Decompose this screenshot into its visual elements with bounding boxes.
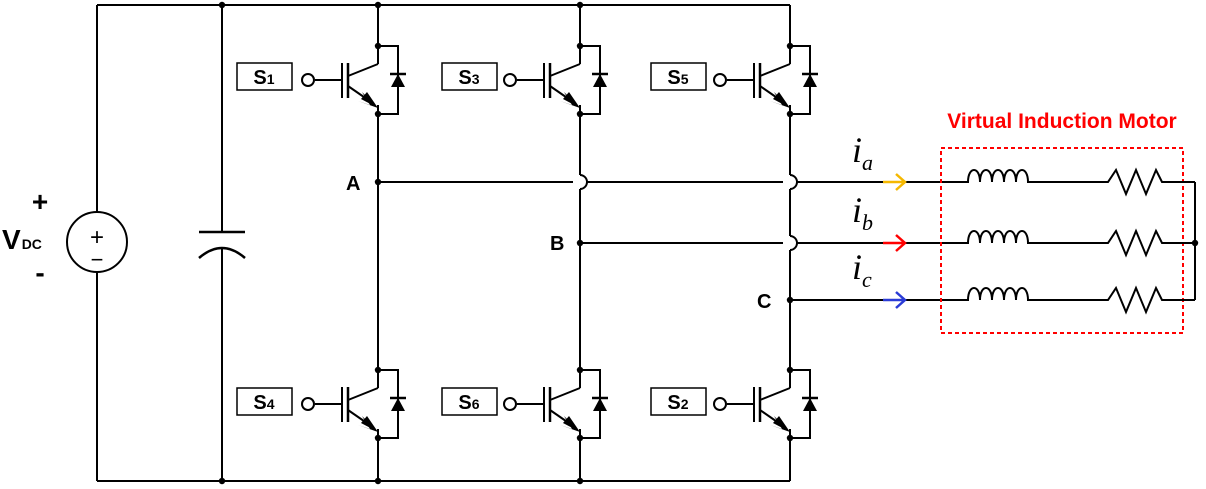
- motor-title: Virtual Induction Motor: [947, 110, 1176, 133]
- leg-b: [579, 5, 588, 481]
- current-arrow-c-icon: [883, 291, 907, 309]
- motor-phase-a: [957, 169, 1195, 195]
- switch-s1: [300, 41, 408, 119]
- svg-text:S3: S3: [458, 67, 479, 89]
- current-arrow-b-icon: [883, 234, 907, 252]
- switch-label-s1: S1: [236, 62, 293, 91]
- source-inner-minus: −: [91, 247, 104, 272]
- phase-c-output: [786, 296, 958, 304]
- dc-voltage-source: + −: [66, 211, 128, 273]
- phase-a-output: [374, 178, 958, 186]
- switch-label-s5: S5: [650, 62, 707, 91]
- dc-link-capacitor: [198, 5, 246, 481]
- motor-boundary: [940, 147, 1184, 334]
- switch-label-s4: S4: [236, 387, 293, 416]
- switch-s4: [300, 365, 408, 443]
- switch-s6: [502, 365, 610, 443]
- source-voltage-sub: DC: [22, 236, 42, 252]
- node-b-label: B: [550, 233, 564, 255]
- source-voltage-label: VDC: [2, 224, 42, 255]
- current-arrow-a-icon: [883, 173, 907, 191]
- motor-phase-b: [957, 230, 1195, 256]
- source-voltage-main: V: [2, 224, 21, 255]
- motor-phase-c: [957, 287, 1195, 313]
- node-a-label: A: [346, 173, 360, 195]
- current-label-c: ic: [852, 247, 872, 292]
- svg-text:S6: S6: [458, 392, 479, 414]
- phase-b-output: [576, 239, 958, 247]
- current-label-a: ia: [852, 130, 873, 175]
- switch-label-s2: S2: [650, 387, 707, 416]
- node-c-label: C: [757, 291, 771, 313]
- current-label-b: ib: [852, 190, 873, 235]
- switch-s3: [502, 41, 610, 119]
- switch-s5: [712, 41, 820, 119]
- svg-text:S5: S5: [667, 67, 688, 89]
- switch-label-s6: S6: [441, 387, 498, 416]
- motor-neutral: [1191, 182, 1199, 300]
- leg-c: [789, 5, 798, 481]
- switch-label-s3: S3: [441, 62, 498, 91]
- svg-text:S2: S2: [667, 392, 688, 414]
- source-inner-plus: +: [90, 224, 104, 251]
- switch-s2: [712, 365, 820, 443]
- svg-text:S1: S1: [253, 67, 274, 89]
- source-minus-label: -: [35, 257, 44, 288]
- voltage-source-icon: [66, 211, 128, 273]
- svg-text:S4: S4: [253, 392, 274, 414]
- source-plus-label: +: [32, 186, 48, 217]
